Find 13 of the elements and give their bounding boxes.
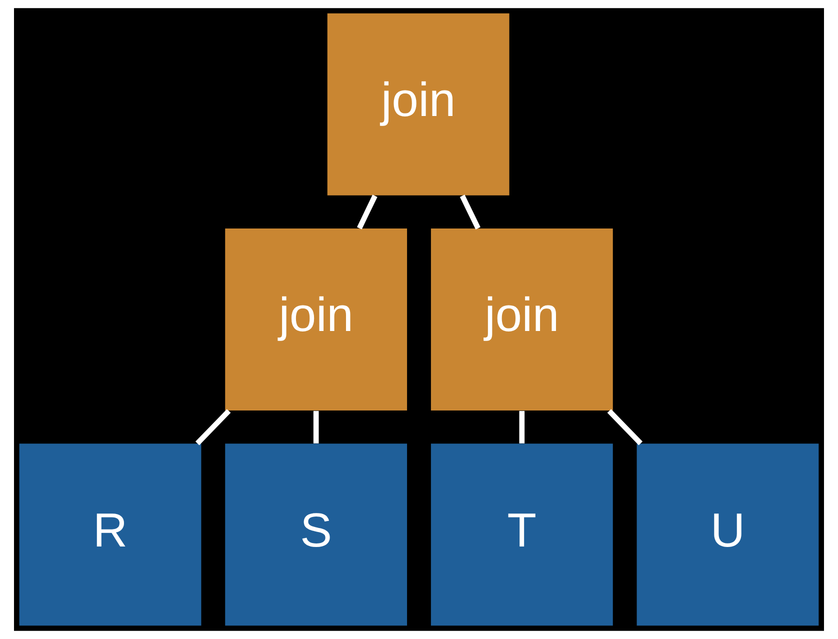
- node-box: T: [430, 444, 613, 626]
- connector: [195, 409, 231, 446]
- node-box: join: [430, 228, 613, 410]
- connector: [356, 194, 378, 230]
- node-box: join: [225, 228, 408, 410]
- node-box: join: [327, 13, 510, 196]
- connector: [313, 410, 319, 444]
- connector: [519, 410, 525, 444]
- connector: [607, 409, 643, 446]
- connector: [460, 194, 480, 230]
- node-box: U: [636, 444, 819, 626]
- node-box: S: [225, 444, 408, 626]
- node-box: R: [19, 444, 202, 626]
